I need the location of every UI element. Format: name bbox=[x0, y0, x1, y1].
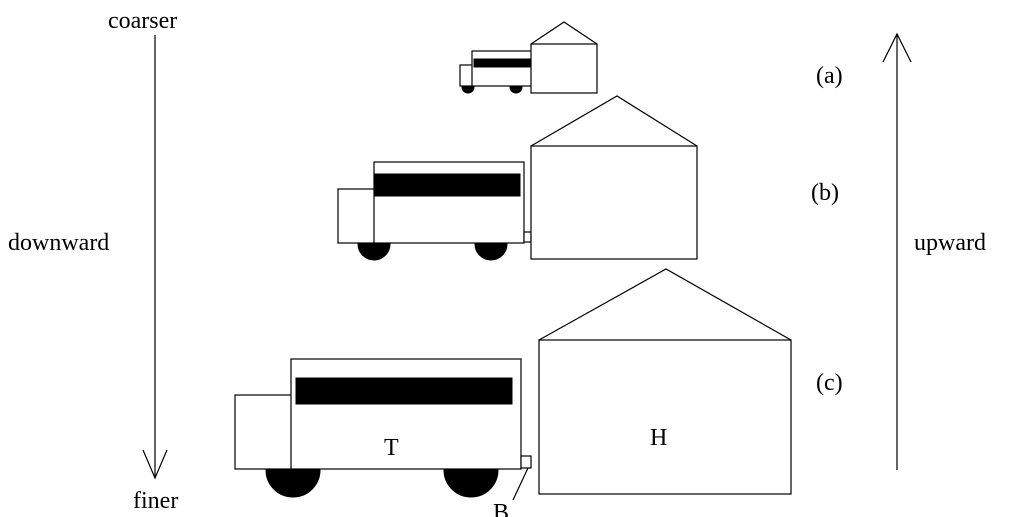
house-b bbox=[530, 95, 698, 260]
level-a-label: (a) bbox=[816, 63, 843, 89]
level-c-label: (c) bbox=[816, 370, 843, 396]
house-label: H bbox=[650, 425, 667, 451]
truck-label: T bbox=[384, 435, 399, 461]
level-b-label: (b) bbox=[811, 180, 839, 206]
truck-a bbox=[459, 50, 534, 94]
coarser-label: coarser bbox=[108, 8, 177, 34]
boundary-pointer bbox=[512, 467, 529, 501]
downward-arrow bbox=[142, 35, 168, 480]
upward-arrow bbox=[882, 32, 912, 470]
house-c bbox=[538, 268, 792, 495]
downward-label: downward bbox=[8, 230, 109, 256]
house-a bbox=[530, 21, 598, 94]
boundary-label: B bbox=[493, 500, 509, 517]
truck-c bbox=[234, 358, 532, 501]
truck-b bbox=[337, 161, 532, 261]
finer-label: finer bbox=[133, 488, 178, 514]
upward-label: upward bbox=[914, 230, 986, 256]
